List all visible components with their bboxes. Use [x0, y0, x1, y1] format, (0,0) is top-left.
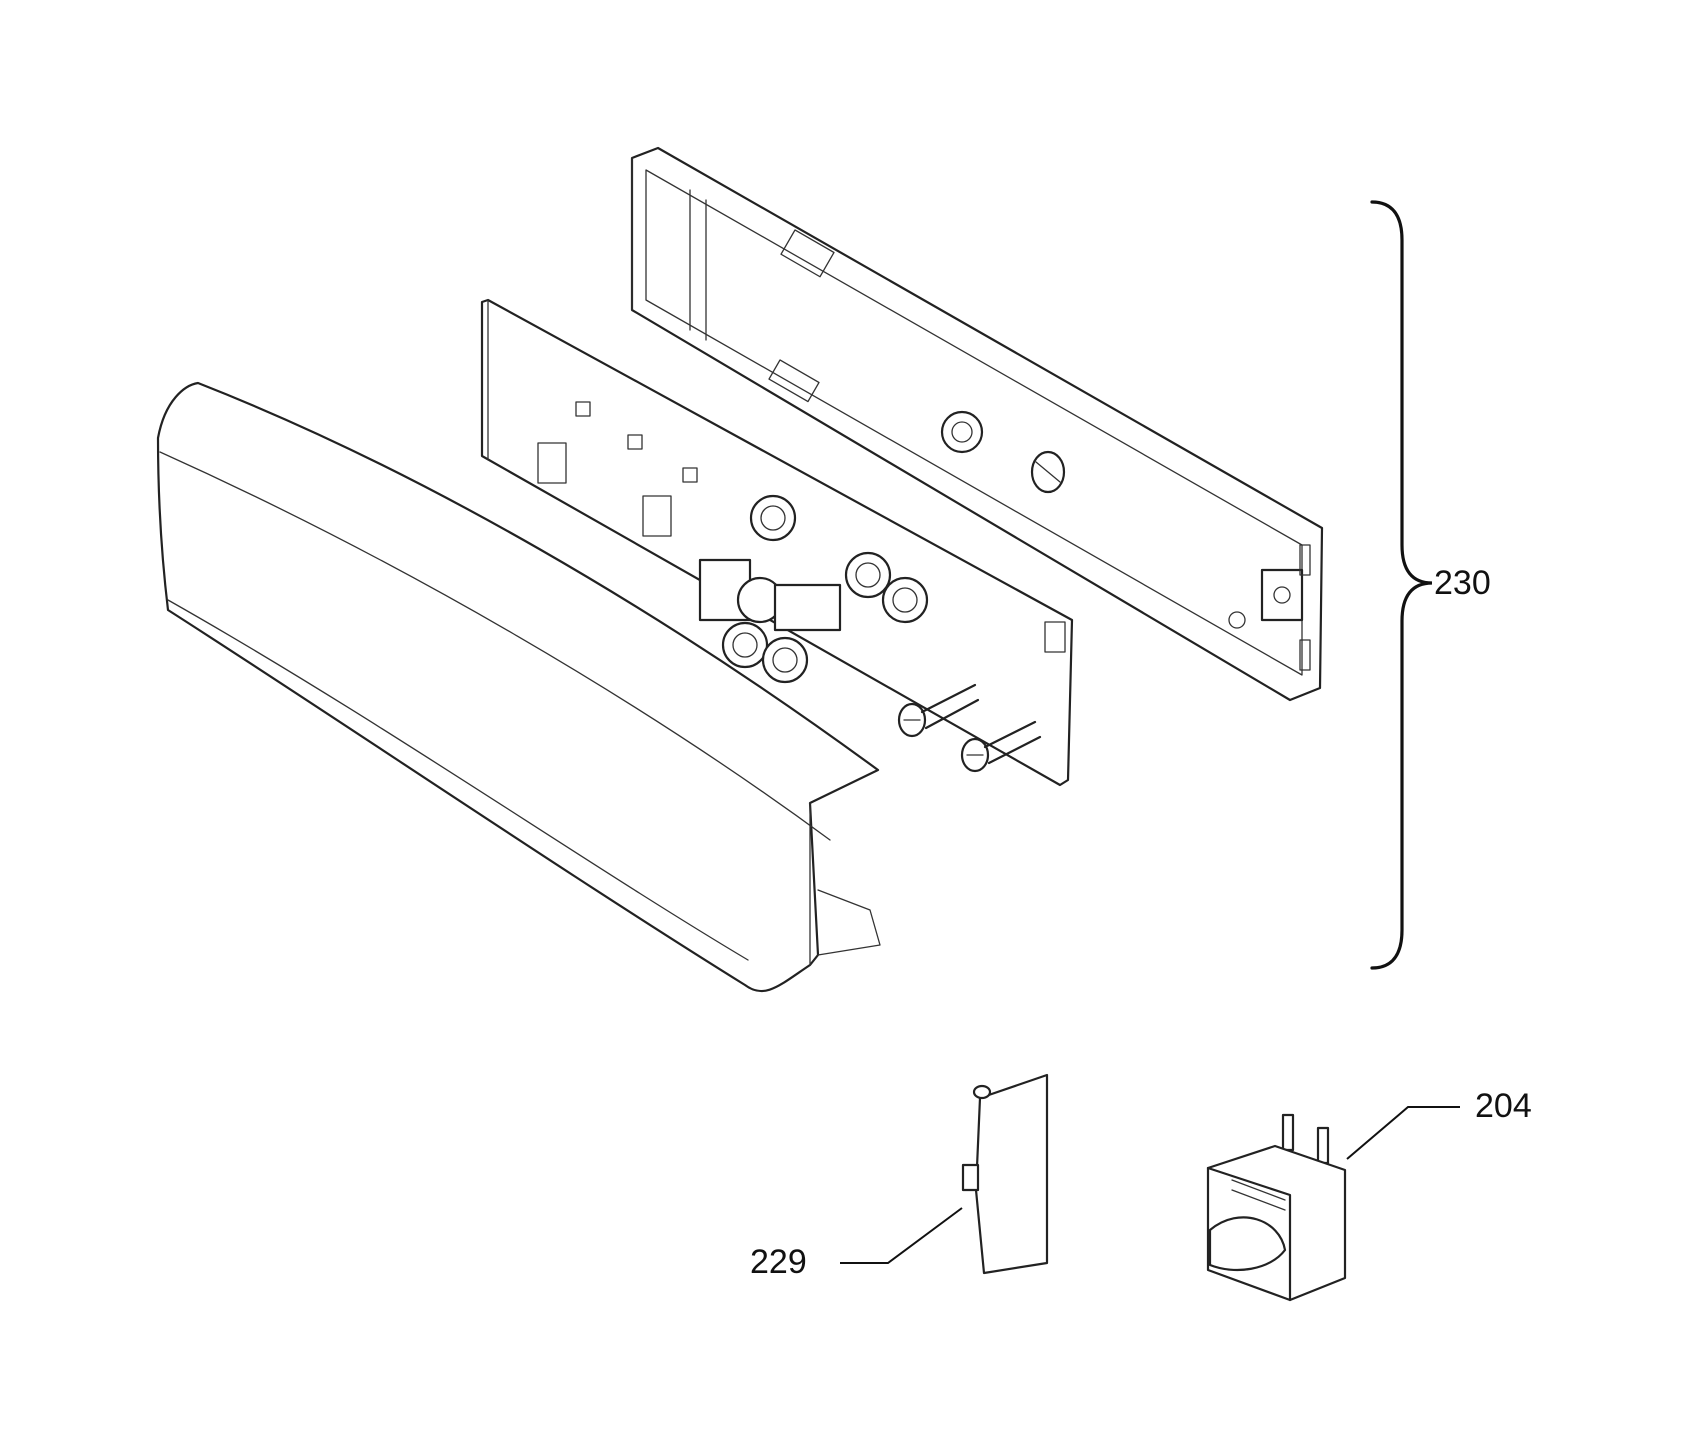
- mounting-screws: [897, 683, 1042, 773]
- cover-clip: [961, 1073, 1049, 1275]
- assembly-brace: [1370, 200, 1433, 970]
- callout-label-230: 230: [1434, 564, 1491, 602]
- callout-label-229: 229: [750, 1243, 807, 1281]
- front-trim-cover: [156, 381, 881, 993]
- control-housing-frame: [630, 146, 1324, 702]
- leader-line-229: [840, 1207, 963, 1264]
- rocker-switch: [1206, 1113, 1347, 1302]
- callout-label-204: 204: [1475, 1087, 1532, 1125]
- leader-line-204: [1346, 1106, 1460, 1160]
- circuit-board: [480, 298, 1074, 787]
